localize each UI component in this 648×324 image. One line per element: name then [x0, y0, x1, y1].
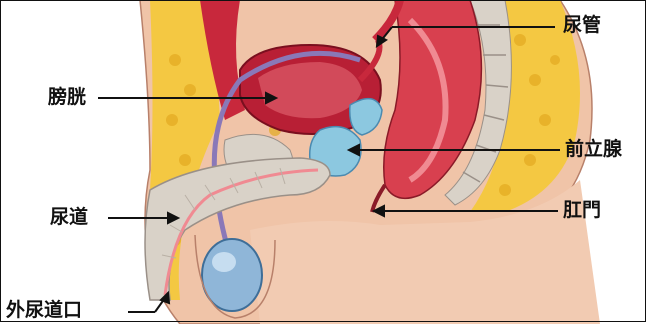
image-border — [0, 0, 646, 322]
anatomy-diagram: 尿管 膀胱 前立腺 肛門 尿道 外尿道口 — [0, 0, 648, 324]
